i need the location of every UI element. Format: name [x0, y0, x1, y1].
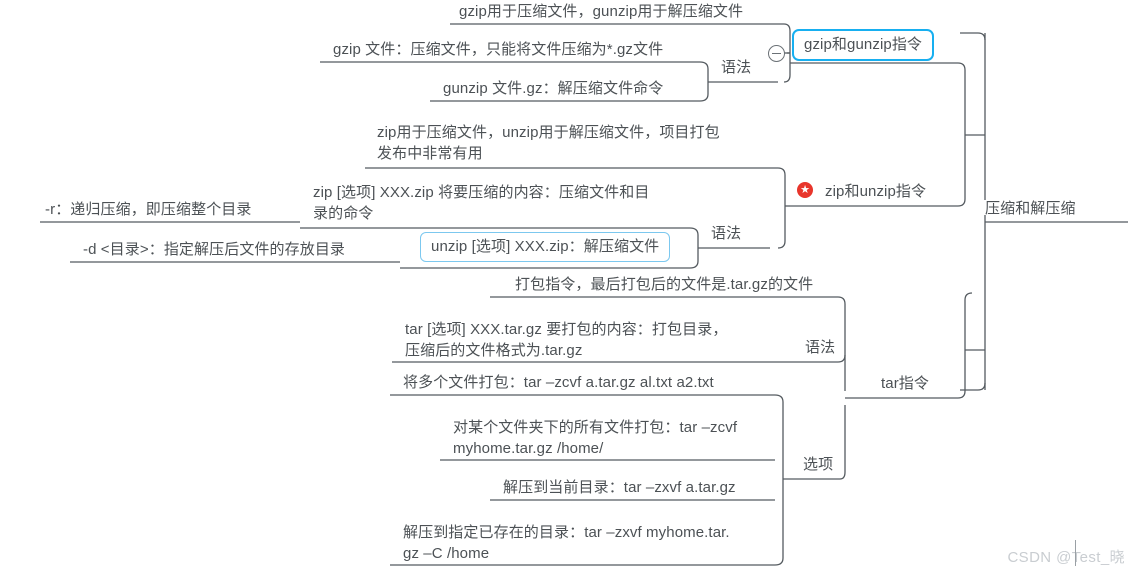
- node-zip-item-1[interactable]: zip [选项] XXX.zip 将要压缩的内容：压缩文件和目 录的命令: [313, 184, 650, 222]
- node-gzip-description[interactable]: gzip用于压缩文件，gunzip用于解压缩文件: [459, 3, 744, 20]
- node-tar-command[interactable]: tar指令: [881, 375, 930, 392]
- node-gzip-item-2[interactable]: gunzip 文件.gz：解压缩文件命令: [443, 80, 664, 97]
- star-badge-zip[interactable]: ★: [797, 182, 813, 198]
- node-tar-syntax-label[interactable]: 语法: [805, 339, 836, 356]
- node-gzip-item-1[interactable]: gzip 文件：压缩文件，只能将文件压缩为*.gz文件: [333, 41, 664, 58]
- node-tar-description[interactable]: 打包指令，最后打包后的文件是.tar.gz的文件: [515, 276, 814, 293]
- node-gzip-gunzip-command[interactable]: gzip和gunzip指令: [792, 29, 935, 61]
- node-tar-option-item-4[interactable]: 解压到指定已存在的目录：tar –zxvf myhome.tar. gz –C …: [403, 524, 730, 562]
- node-tar-option-item-1[interactable]: 将多个文件打包：tar –zcvf a.tar.gz al.txt a2.txt: [403, 374, 714, 391]
- node-gzip-syntax-label[interactable]: 语法: [721, 59, 752, 76]
- node-tar-option-item-3[interactable]: 解压到当前目录：tar –zxvf a.tar.gz: [503, 479, 736, 496]
- node-zip-option-r[interactable]: -r：递归压缩，即压缩整个目录: [45, 201, 252, 218]
- node-zip-syntax-label[interactable]: 语法: [711, 225, 742, 242]
- collapse-toggle-gzip[interactable]: [768, 45, 785, 62]
- node-zip-item-2[interactable]: unzip [选项] XXX.zip：解压缩文件: [420, 232, 671, 262]
- root-node[interactable]: 压缩和解压缩: [985, 200, 1076, 217]
- watermark-csdn: CSDN @Test_晓: [1007, 549, 1125, 566]
- node-tar-options-label[interactable]: 选项: [803, 456, 834, 473]
- node-zip-description[interactable]: zip用于压缩文件，unzip用于解压缩文件，项目打包 发布中非常有用: [377, 124, 720, 162]
- node-tar-syntax-item-1[interactable]: tar [选项] XXX.tar.gz 要打包的内容：打包目录， 压缩后的文件格…: [405, 321, 728, 359]
- node-zip-option-d[interactable]: -d <目录>：指定解压后文件的存放目录: [83, 241, 346, 258]
- text-caret: [1075, 540, 1076, 566]
- node-zip-unzip-command[interactable]: zip和unzip指令: [825, 183, 927, 200]
- node-tar-option-item-2[interactable]: 对某个文件夹下的所有文件打包：tar –zcvf myhome.tar.gz /…: [453, 419, 738, 457]
